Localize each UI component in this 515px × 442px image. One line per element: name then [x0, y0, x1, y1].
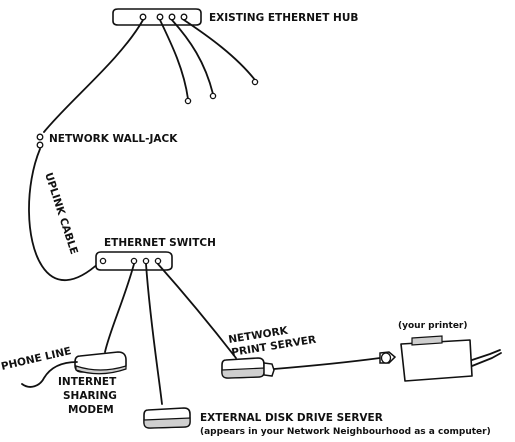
hub-port [168, 13, 176, 21]
internet-sharing-modem [74, 351, 127, 375]
uplink-cable-label: UPLINK CABLE [42, 171, 80, 256]
hub-port [156, 13, 164, 21]
switch-to-printserver-cable [157, 263, 237, 359]
wall-jack [36, 133, 44, 149]
hub-to-walljack-cable [43, 19, 144, 133]
cable-end [209, 92, 217, 100]
hub-spare-cable [159, 19, 189, 100]
hub-label: EXISTING ETHERNET HUB [209, 12, 358, 24]
phone-line-cable [21, 361, 78, 388]
switch-port [99, 257, 107, 265]
hub-port [139, 13, 147, 21]
printer-label: (your printer) [398, 321, 467, 331]
ethernet-switch [95, 251, 173, 271]
cable-end [184, 97, 192, 105]
printer-cable-plug [379, 351, 397, 364]
disk-server-note: (appears in your Network Neighbourhood a… [200, 427, 491, 437]
disk-server-label: EXTERNAL DISK DRIVE SERVER [200, 412, 383, 424]
hub-spare-cable [171, 19, 214, 95]
switch-port [154, 257, 162, 265]
disk-drive-server [143, 407, 191, 429]
hub-spare-cable [183, 19, 256, 81]
cable-end [251, 78, 259, 86]
ethernet-hub [112, 8, 202, 26]
modem-label-line2: SHARING [63, 390, 117, 402]
switch-to-disk-cable [145, 263, 163, 405]
wall-jack-label: NETWORK WALL-JACK [49, 133, 178, 145]
printer [400, 335, 502, 382]
switch-to-modem-cable [104, 263, 135, 353]
hub-port [180, 13, 188, 21]
phone-line-label: PHONE LINE [0, 345, 72, 373]
switch-port [142, 257, 150, 265]
printer-cable [273, 357, 381, 370]
uplink-cable [28, 148, 101, 282]
modem-label-line1: INTERNET [58, 376, 117, 388]
switch-label: ETHERNET SWITCH [104, 237, 216, 249]
network-print-server [221, 357, 275, 379]
modem-label-line3: MODEM [68, 404, 114, 416]
switch-port [130, 257, 138, 265]
